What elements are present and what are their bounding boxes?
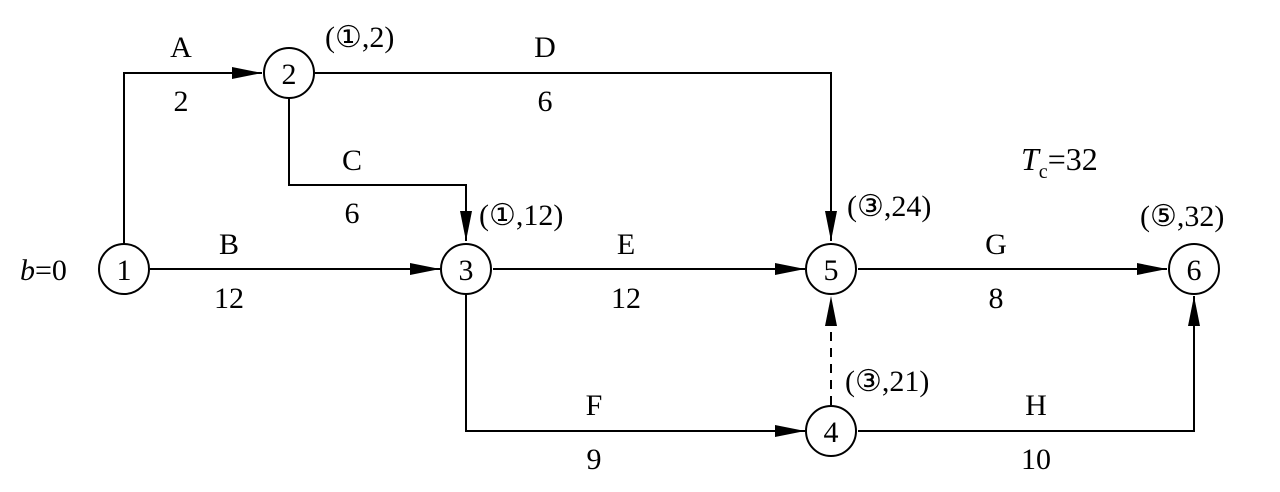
- activity-e-duration: 12: [611, 282, 641, 315]
- node-5-annotation: (③,24): [847, 190, 931, 223]
- activity-h-name: H: [1025, 389, 1047, 422]
- node-2-annotation: (①,2): [325, 21, 394, 54]
- node-6-annotation: (⑤,32): [1140, 200, 1224, 233]
- activity-a-name: A: [170, 31, 192, 64]
- node-2-label: 2: [282, 58, 297, 91]
- node-3-label: 3: [459, 254, 474, 287]
- node-2: 2: [263, 47, 315, 99]
- activity-g-name: G: [985, 228, 1007, 261]
- activity-f-duration: 9: [587, 443, 602, 476]
- activity-c-name: C: [342, 144, 362, 177]
- activity-d-name: D: [534, 31, 556, 64]
- node-4: 4: [805, 405, 857, 457]
- completion-time-label: Tc=32: [1021, 141, 1098, 183]
- node-4-label: 4: [824, 416, 839, 449]
- activity-a-duration: 2: [174, 85, 189, 118]
- node-6-label: 6: [1187, 254, 1202, 287]
- node-1-label: 1: [117, 254, 132, 287]
- completion-time-value: =32: [1048, 141, 1098, 177]
- edge-c: [288, 97, 472, 241]
- start-time-label: b=0: [20, 254, 67, 287]
- activity-c-duration: 6: [345, 197, 360, 230]
- start-time-var: b: [20, 254, 35, 287]
- node-5-label: 5: [824, 254, 839, 287]
- node-6: 6: [1168, 243, 1220, 295]
- activity-b-duration: 12: [214, 282, 244, 315]
- activity-h-duration: 10: [1021, 443, 1051, 476]
- edge-h: [858, 296, 1200, 432]
- edge-d: [315, 72, 837, 241]
- activity-g-duration: 8: [989, 282, 1004, 315]
- activity-b-name: B: [219, 228, 239, 261]
- completion-time-sub: c: [1039, 161, 1048, 183]
- activity-d-duration: 6: [538, 85, 553, 118]
- dummy-arrowhead: [825, 296, 837, 326]
- activity-f-name: F: [586, 389, 603, 422]
- start-time-value: =0: [35, 254, 67, 287]
- node-3-annotation: (①,12): [479, 199, 563, 232]
- completion-time-var: T: [1021, 141, 1041, 177]
- activity-e-name: E: [617, 228, 635, 261]
- edge-f: [465, 294, 805, 437]
- node-4-annotation: (③,21): [845, 365, 929, 398]
- node-5: 5: [805, 243, 857, 295]
- node-3: 3: [440, 243, 492, 295]
- node-1: 1: [98, 243, 150, 295]
- edge-a: [123, 67, 262, 249]
